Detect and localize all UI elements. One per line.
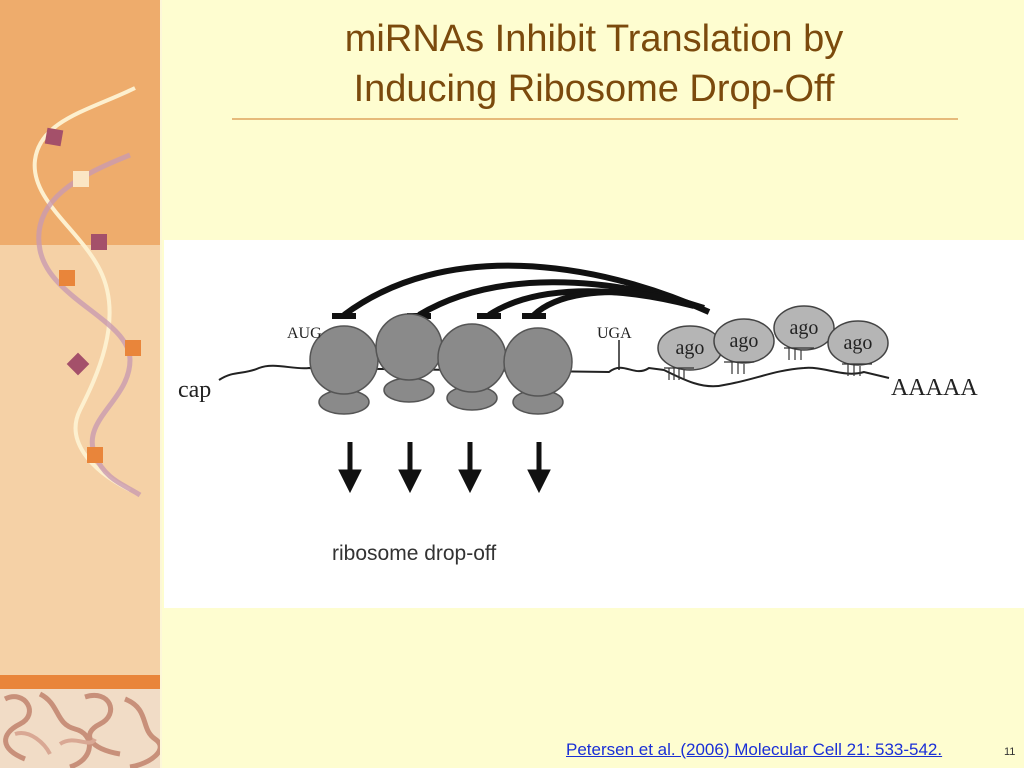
- square-icon: [87, 447, 103, 463]
- ribosomes: [309, 313, 573, 415]
- slide-title: miRNAs Inhibit Translation by Inducing R…: [232, 14, 956, 114]
- square-icon: [125, 340, 141, 356]
- ago-label: ago: [730, 330, 759, 352]
- ago-label: ago: [790, 317, 819, 339]
- sidebar-top-panel: [0, 0, 162, 245]
- ago-complexes: [657, 305, 889, 371]
- ribosome-large-subunit: [375, 313, 443, 381]
- mirna-figure: ago ago ago ago AUG UGA cap AAAAA riboso…: [164, 240, 1024, 608]
- mirna-pairings: [664, 347, 872, 380]
- sidebar-texture-panel: [0, 689, 162, 768]
- down-arrow-icon: [338, 469, 362, 494]
- ribosome-small-subunit: [383, 377, 435, 403]
- title-underline: [232, 118, 958, 120]
- down-arrow-icon: [398, 469, 422, 494]
- inhibition-arc: [531, 289, 665, 318]
- inhibition-arc: [487, 288, 695, 318]
- sidebar-divider: [160, 0, 162, 768]
- texture-pattern: [3, 691, 162, 768]
- poly-a-label: AAAAA: [891, 375, 978, 401]
- ago-protein: [773, 305, 835, 351]
- ago-protein: [713, 318, 775, 364]
- decorative-sidebar: [0, 0, 162, 768]
- aug-label: AUG: [287, 325, 322, 342]
- mrna-strand: [218, 364, 890, 388]
- inhibition-arc: [342, 262, 711, 318]
- citation-link[interactable]: Petersen et al. (2006) Molecular Cell 21…: [566, 740, 943, 759]
- dna-helix-decoration: [32, 86, 142, 498]
- diamond-icon: [66, 352, 90, 376]
- title-line-2: Inducing Ribosome Drop-Off: [353, 68, 835, 110]
- ago-protein: [827, 320, 889, 366]
- diamond-icon: [44, 127, 64, 147]
- square-icon: [59, 270, 75, 286]
- ago-label: ago: [676, 337, 705, 359]
- down-arrow-icon: [527, 469, 551, 494]
- title-line-1: miRNAs Inhibit Translation by: [344, 18, 844, 60]
- cap-label: cap: [178, 377, 211, 403]
- sidebar-middle-panel: [0, 245, 162, 675]
- inhibition-arrows: [332, 262, 711, 319]
- square-icon: [73, 171, 89, 187]
- sidebar-orange-stripe: [0, 675, 162, 689]
- ribosome-large-subunit: [437, 323, 507, 393]
- ribosome-diagram: ago ago ago ago AUG UGA cap AAAAA riboso…: [178, 262, 978, 565]
- square-icon: [91, 234, 107, 250]
- uga-label: UGA: [597, 325, 632, 342]
- down-arrow-icon: [458, 469, 482, 494]
- ago-label: ago: [844, 332, 873, 354]
- drop-off-arrows: [338, 442, 551, 494]
- drop-off-label: ribosome drop-off: [332, 542, 496, 565]
- slide-number: 11: [1004, 746, 1016, 758]
- ribosome-large-subunit: [503, 327, 573, 397]
